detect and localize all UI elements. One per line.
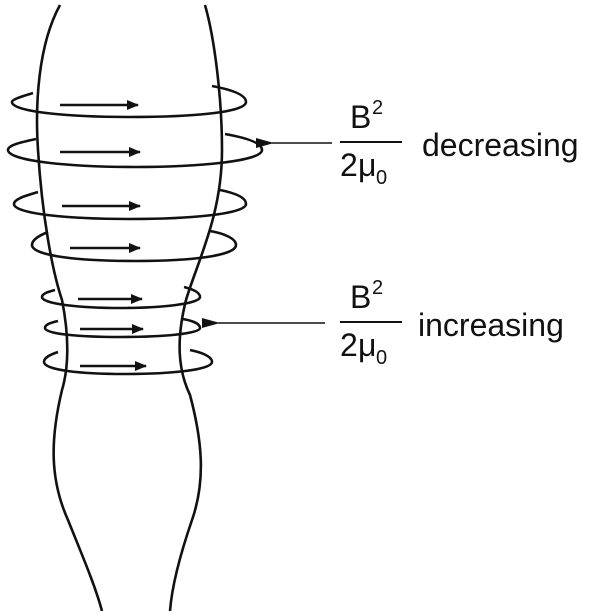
upper-label-word: decreasing: [422, 127, 579, 163]
upper-numerator-exponent: 2: [372, 97, 383, 119]
upper-denominator-mu: μ: [358, 147, 376, 183]
lower-denominator-coefficient: 2: [340, 327, 358, 363]
upper-denominator-subscript: 0: [376, 167, 387, 189]
lower-denominator-mu: μ: [358, 327, 376, 363]
column-right-boundary: [170, 5, 222, 611]
field-loop-2: [8, 134, 262, 167]
field-loop-5: [42, 287, 200, 308]
upper-numerator-base: B: [350, 99, 371, 135]
field-loop-1: [12, 86, 246, 117]
field-loop-3: [14, 190, 246, 219]
upper-denominator-coefficient: 2: [340, 147, 358, 183]
lower-denominator-subscript: 0: [376, 347, 387, 369]
label-decreasing: B 2 2 μ 0 decreasing: [340, 97, 579, 189]
label-increasing: B 2 2 μ 0 increasing: [340, 277, 564, 369]
lower-numerator-base: B: [350, 279, 371, 315]
lower-label-word: increasing: [418, 307, 564, 343]
field-loop-7: [44, 350, 212, 374]
field-loop-6: [45, 319, 200, 337]
lower-numerator-exponent: 2: [372, 277, 383, 299]
